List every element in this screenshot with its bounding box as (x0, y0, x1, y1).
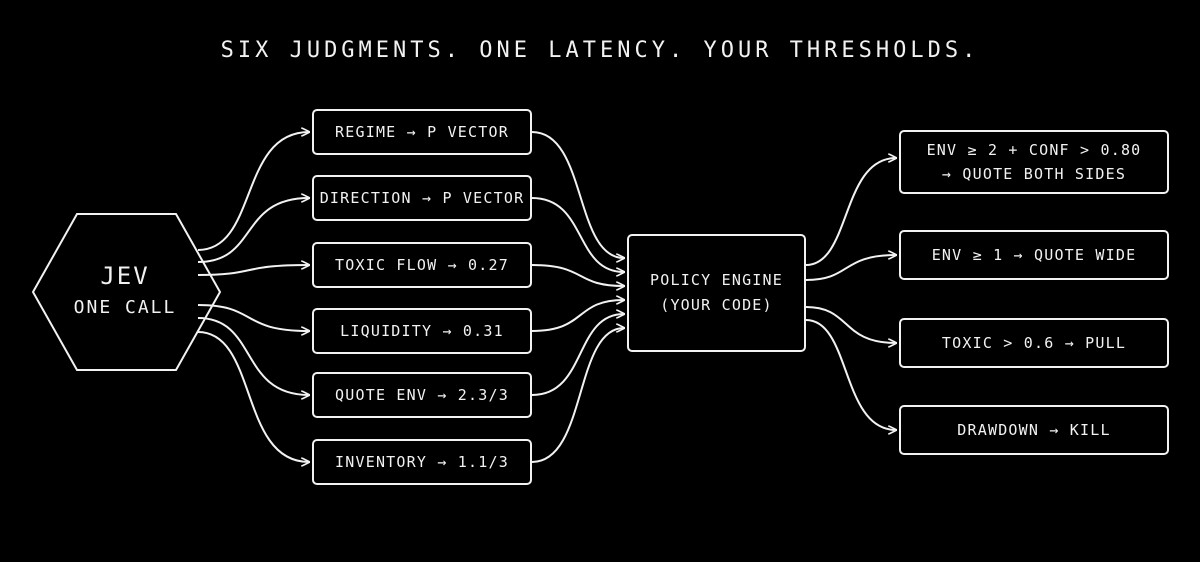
rule-line: → QUOTE BOTH SIDES (941, 165, 1127, 183)
rule-line: ENV ≥ 1 → QUOTE WIDE (931, 246, 1137, 264)
connector-signal-to-policy (531, 314, 624, 396)
rule-line: DRAWDOWN → KILL (957, 421, 1111, 439)
policy-engine-subtitle: (YOUR CODE) (660, 296, 773, 314)
policy-engine-box: POLICY ENGINE (YOUR CODE) (627, 234, 806, 352)
connector-jev-to-signal (197, 331, 309, 462)
connector-jev-to-signal (197, 304, 309, 331)
connector-signal-to-policy (531, 328, 624, 463)
rule-box-pull: TOXIC > 0.6 → PULL (899, 318, 1169, 368)
jev-node: JEV ONE CALL (40, 258, 210, 321)
connector-signal-to-policy (531, 300, 624, 332)
signal-box-direction: DIRECTION → P VECTOR (312, 175, 532, 221)
rule-box-quote-both-sides: ENV ≥ 2 + CONF > 0.80 → QUOTE BOTH SIDES (899, 130, 1169, 194)
signal-label: QUOTE ENV → 2.3/3 (335, 386, 509, 404)
connector-policy-to-rule (805, 158, 896, 266)
diagram-title: SIX JUDGMENTS. ONE LATENCY. YOUR THRESHO… (220, 38, 980, 63)
signal-box-quote-env: QUOTE ENV → 2.3/3 (312, 372, 532, 418)
signal-box-inventory: INVENTORY → 1.1/3 (312, 439, 532, 485)
signal-box-toxic-flow: TOXIC FLOW → 0.27 (312, 242, 532, 288)
connector-jev-to-signal (197, 317, 309, 395)
connector-jev-to-signal (197, 198, 309, 263)
signal-label: TOXIC FLOW → 0.27 (335, 256, 509, 274)
rule-line: TOXIC > 0.6 → PULL (941, 334, 1127, 352)
policy-engine-title: POLICY ENGINE (650, 271, 783, 290)
jev-hexagon (31, 213, 222, 371)
signal-label: REGIME → P VECTOR (335, 123, 509, 141)
jev-subtitle: ONE CALL (73, 297, 177, 318)
connector-policy-to-rule (805, 255, 896, 281)
connector-signal-to-policy (531, 131, 624, 258)
connector-policy-to-rule (805, 319, 896, 430)
rule-box-quote-wide: ENV ≥ 1 → QUOTE WIDE (899, 230, 1169, 280)
connector-signal-to-policy (531, 197, 624, 272)
signal-label: LIQUIDITY → 0.31 (340, 322, 504, 340)
connector-signal-to-policy (531, 264, 624, 286)
signal-box-liquidity: LIQUIDITY → 0.31 (312, 308, 532, 354)
rule-line: ENV ≥ 2 + CONF > 0.80 (926, 141, 1142, 159)
connector-policy-to-rule (805, 306, 896, 343)
signal-label: INVENTORY → 1.1/3 (335, 453, 509, 471)
signal-box-regime: REGIME → P VECTOR (312, 109, 532, 155)
rule-box-kill: DRAWDOWN → KILL (899, 405, 1169, 455)
connector-jev-to-signal (197, 132, 309, 251)
connector-jev-to-signal (197, 265, 309, 276)
jev-name: JEV (100, 262, 150, 290)
signal-label: DIRECTION → P VECTOR (319, 189, 525, 207)
